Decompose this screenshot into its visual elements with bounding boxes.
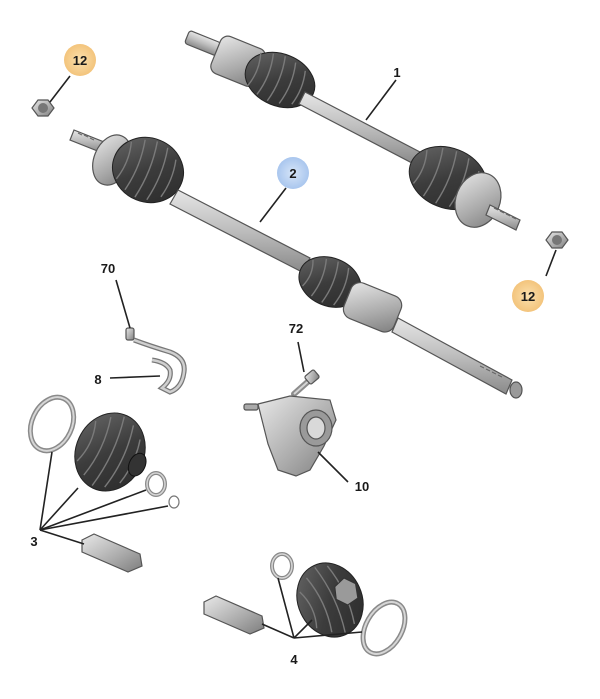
callout-2-highlight	[277, 157, 309, 189]
boot-kit-3	[27, 394, 180, 573]
callout-10: 10	[355, 479, 369, 494]
callout-12-right-highlight	[512, 280, 544, 312]
leader-lines	[39, 75, 557, 639]
hub-nut-left	[31, 99, 55, 117]
callout-1: 1	[393, 65, 400, 80]
callout-12-top: 12	[73, 53, 87, 68]
retaining-clip	[125, 327, 187, 395]
callout-72: 72	[289, 321, 303, 336]
callout-4: 4	[290, 652, 298, 667]
hub-nut-right	[545, 231, 569, 249]
bearing-bracket	[243, 395, 337, 477]
callout-12-top-highlight	[64, 44, 96, 76]
lower-drive-shaft	[69, 129, 523, 399]
callout-3: 3	[30, 534, 37, 549]
callout-8: 8	[94, 372, 101, 387]
callout-70: 70	[101, 261, 115, 276]
callout-2: 2	[289, 166, 296, 181]
bracket-bolt	[291, 369, 320, 397]
boot-kit-4	[203, 552, 408, 657]
upper-drive-shaft	[184, 30, 521, 231]
callout-12-right: 12	[521, 289, 535, 304]
